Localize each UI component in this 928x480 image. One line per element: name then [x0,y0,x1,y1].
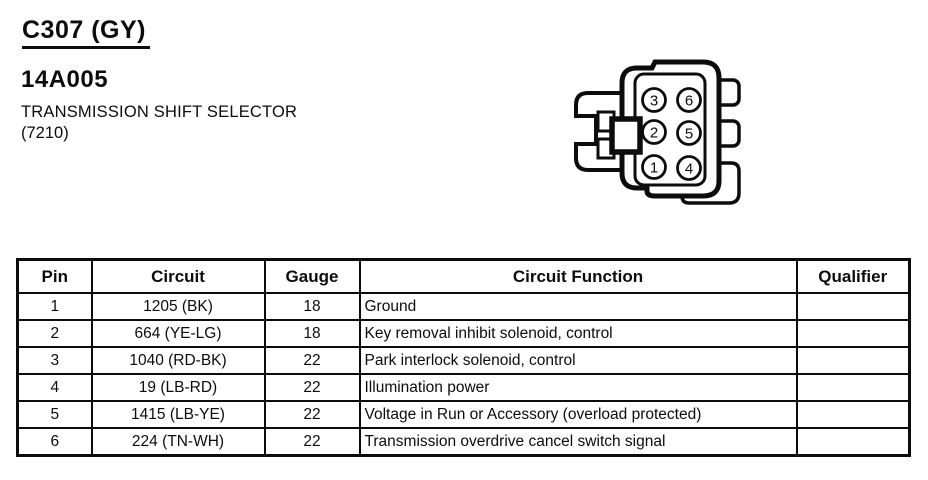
function-cell: Illumination power [358,373,798,402]
pin-row: 4 19 (LB-RD) 22 Illumination power [16,373,911,402]
pin-cell: 2 [16,319,93,348]
pin-cavity-6 [676,87,702,113]
gauge-cell: 22 [263,346,361,375]
pin-row: 5 1415 (LB-YE) 22 Voltage in Run or Acce… [16,400,911,429]
connector-id-title: C307 (GY) [22,16,150,49]
function-cell: Transmission overdrive cancel switch sig… [358,427,798,457]
gauge-cell: 18 [263,319,361,348]
circuit-cell: 224 (TN-WH) [90,427,266,457]
pin-cell: 5 [16,400,93,429]
pin-table: Pin Circuit Gauge Circuit Function Quali… [16,258,911,457]
col-header-circuit: Circuit [90,258,266,294]
qualifier-cell [795,292,911,321]
pin-cavities: 3 6 2 5 1 4 [641,87,702,181]
col-header-pin: Pin [16,258,93,294]
qualifier-cell [795,427,911,457]
component-base-number: (7210) [21,124,69,142]
pin-cavity-1 [641,154,667,180]
pin-number-label: 1 [650,160,658,177]
col-header-qualifier: Qualifier [795,258,911,294]
col-header-gauge: Gauge [263,258,361,294]
function-cell: Voltage in Run or Accessory (overload pr… [358,400,798,429]
function-cell: Key removal inhibit solenoid, control [358,319,798,348]
pin-table-header-row: Pin Circuit Gauge Circuit Function Quali… [16,258,911,294]
gauge-cell: 18 [263,292,361,321]
pin-row: 2 664 (YE-LG) 18 Key removal inhibit sol… [16,319,911,348]
component-name: TRANSMISSION SHIFT SELECTOR [21,103,298,121]
pin-cell: 6 [16,427,93,457]
qualifier-cell [795,400,911,429]
qualifier-cell [795,373,911,402]
pin-cavity-4 [676,155,702,181]
qualifier-cell [795,319,911,348]
circuit-cell: 19 (LB-RD) [90,373,266,402]
pin-number-label: 2 [650,125,658,142]
circuit-cell: 1205 (BK) [90,292,266,321]
gauge-cell: 22 [263,373,361,402]
col-header-function: Circuit Function [358,258,798,294]
pin-cell: 1 [16,292,93,321]
pin-cavity-5 [676,120,702,146]
connector-face-diagram: 3 6 2 5 1 4 [574,59,741,205]
pin-cell: 3 [16,346,93,375]
pin-row: 6 224 (TN-WH) 22 Transmission overdrive … [16,427,911,457]
pin-number-label: 5 [685,126,693,143]
gauge-cell: 22 [263,427,361,457]
function-cell: Ground [358,292,798,321]
pin-number-label: 4 [685,161,693,178]
qualifier-cell [795,346,911,375]
circuit-cell: 1040 (RD-BK) [90,346,266,375]
function-cell: Park interlock solenoid, control [358,346,798,375]
part-number: 14A005 [21,66,109,93]
circuit-cell: 1415 (LB-YE) [90,400,266,429]
pin-cavity-2 [641,119,667,145]
pin-number-label: 3 [650,93,658,110]
gauge-cell: 22 [263,400,361,429]
latch-key-block [609,116,643,155]
pin-number-label: 6 [685,93,693,110]
pin-cavity-3 [641,87,667,113]
pin-row: 3 1040 (RD-BK) 22 Park interlock solenoi… [16,346,911,375]
circuit-cell: 664 (YE-LG) [90,319,266,348]
pin-cell: 4 [16,373,93,402]
pin-row: 1 1205 (BK) 18 Ground [16,292,911,321]
